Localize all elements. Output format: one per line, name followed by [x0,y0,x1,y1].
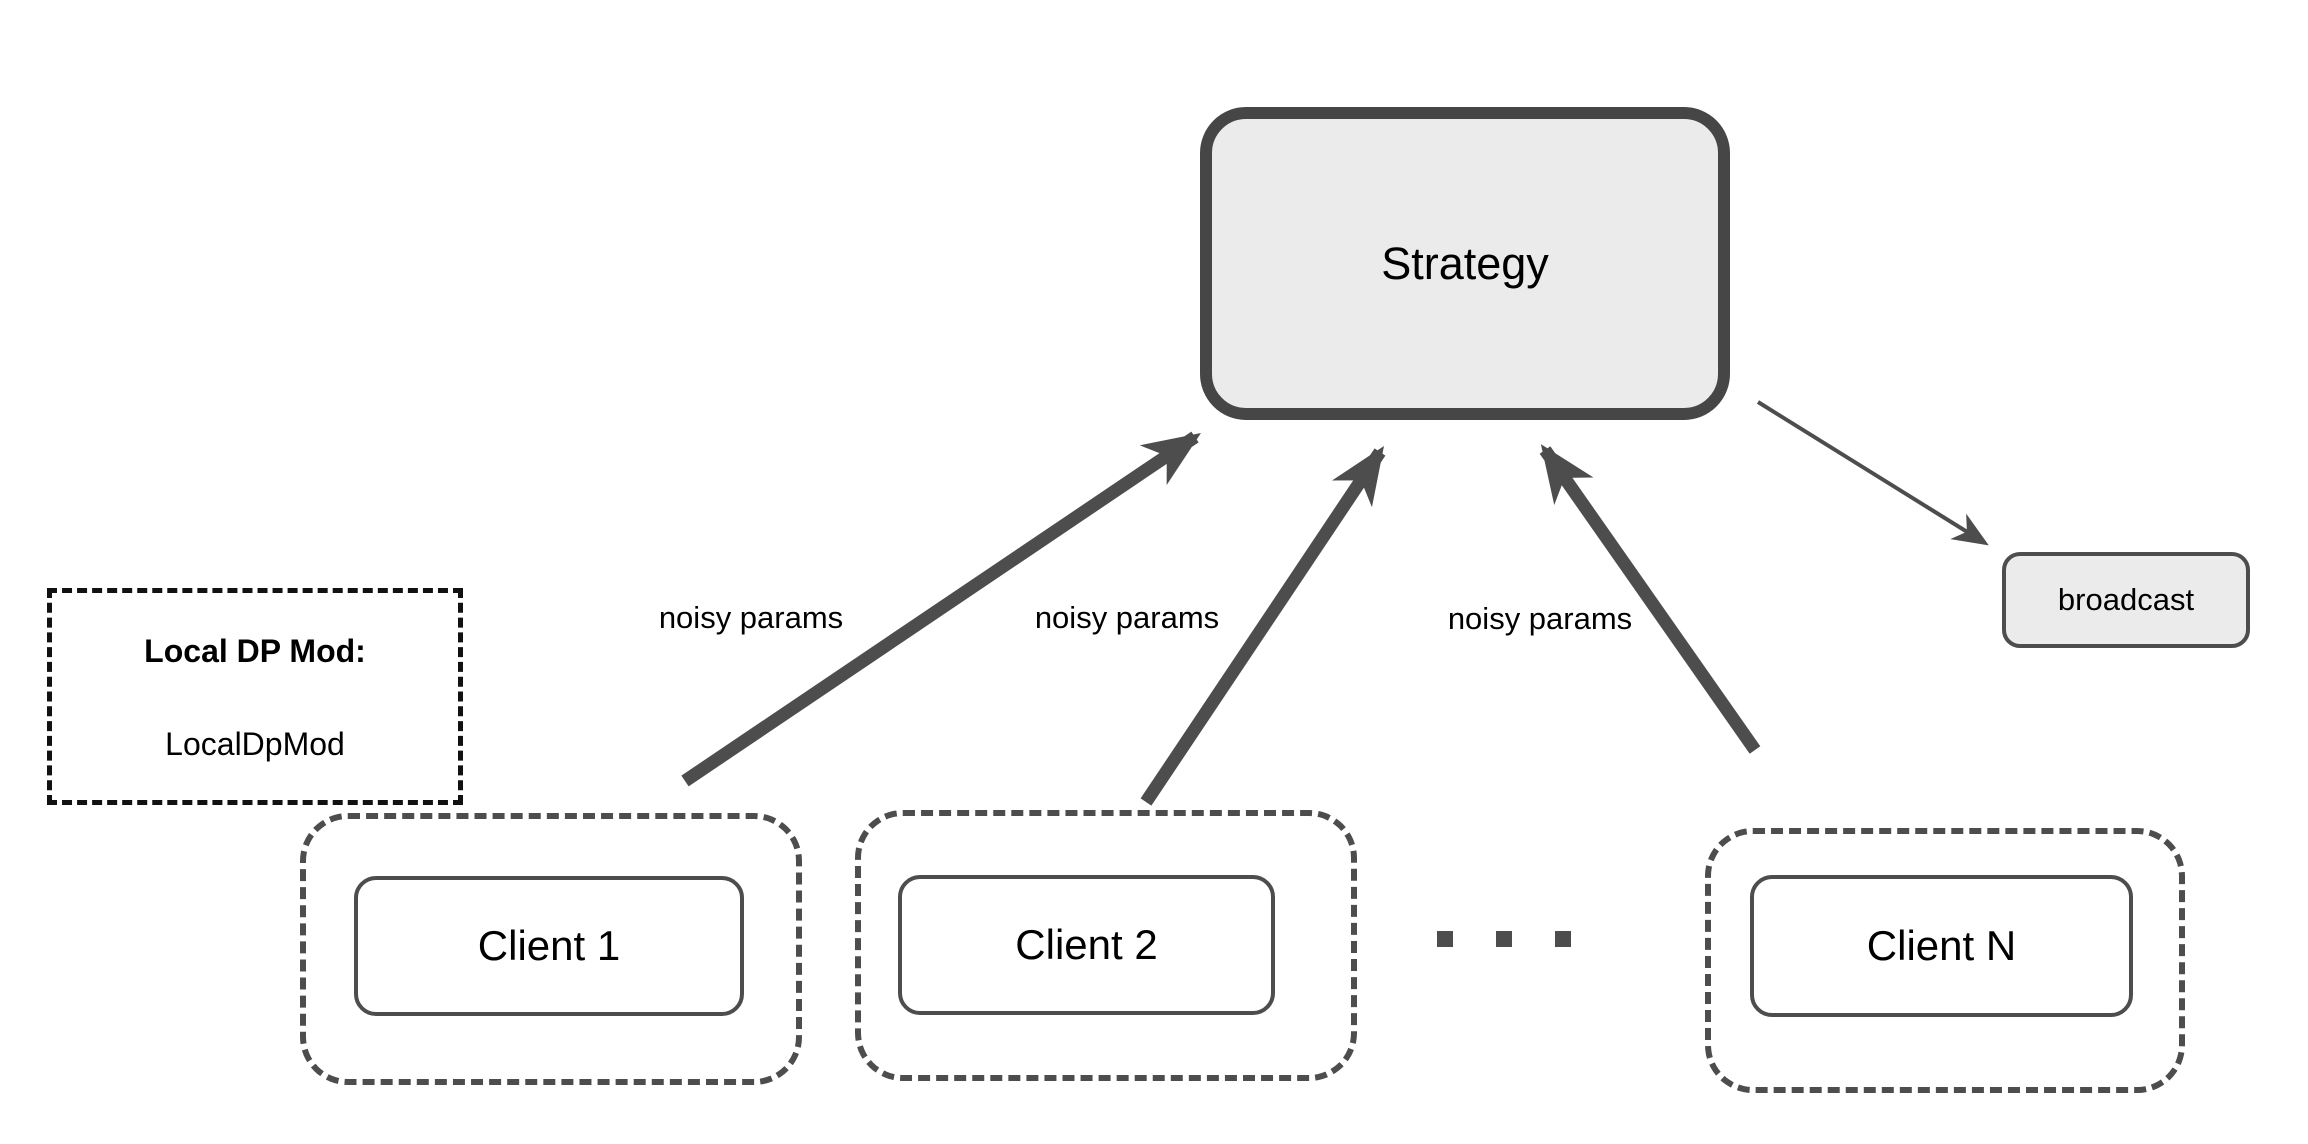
local-dp-mod-title: Local DP Mod: [144,633,366,669]
client-2-container: Client 2 [855,810,1357,1081]
strategy-label: Strategy [1381,237,1549,289]
node-local-dp-mod: Local DP Mod: LocalDpMod [47,588,463,805]
edge-label-noisy-params-2: noisy params [1034,600,1220,635]
arrow-clientN-to-strategy [1539,444,1761,754]
ellipsis-dot [1496,931,1512,947]
node-strategy: Strategy [1200,107,1730,420]
arrow-strategy-to-broadcast [1756,400,1989,546]
local-dp-mod-value: LocalDpMod [165,726,345,762]
ellipsis-dot [1437,931,1453,947]
ellipsis-dot [1555,931,1571,947]
node-client-2: Client 2 [898,875,1275,1015]
client-2-label: Client 2 [1015,921,1158,968]
edge-label-noisy-params-3: noisy params [1447,601,1633,636]
node-broadcast: broadcast [2002,552,2250,648]
client-n-container: Client N [1705,828,2185,1093]
client-n-label: Client N [1866,922,2017,969]
edge-label-noisy-params-1: noisy params [658,600,844,635]
client-1-container: Client 1 [300,813,802,1085]
node-client-1: Client 1 [354,876,744,1016]
node-client-n: Client N [1750,875,2133,1017]
ellipsis-dots [1437,931,1571,947]
client-1-label: Client 1 [477,922,621,969]
broadcast-label: broadcast [2057,582,2195,617]
